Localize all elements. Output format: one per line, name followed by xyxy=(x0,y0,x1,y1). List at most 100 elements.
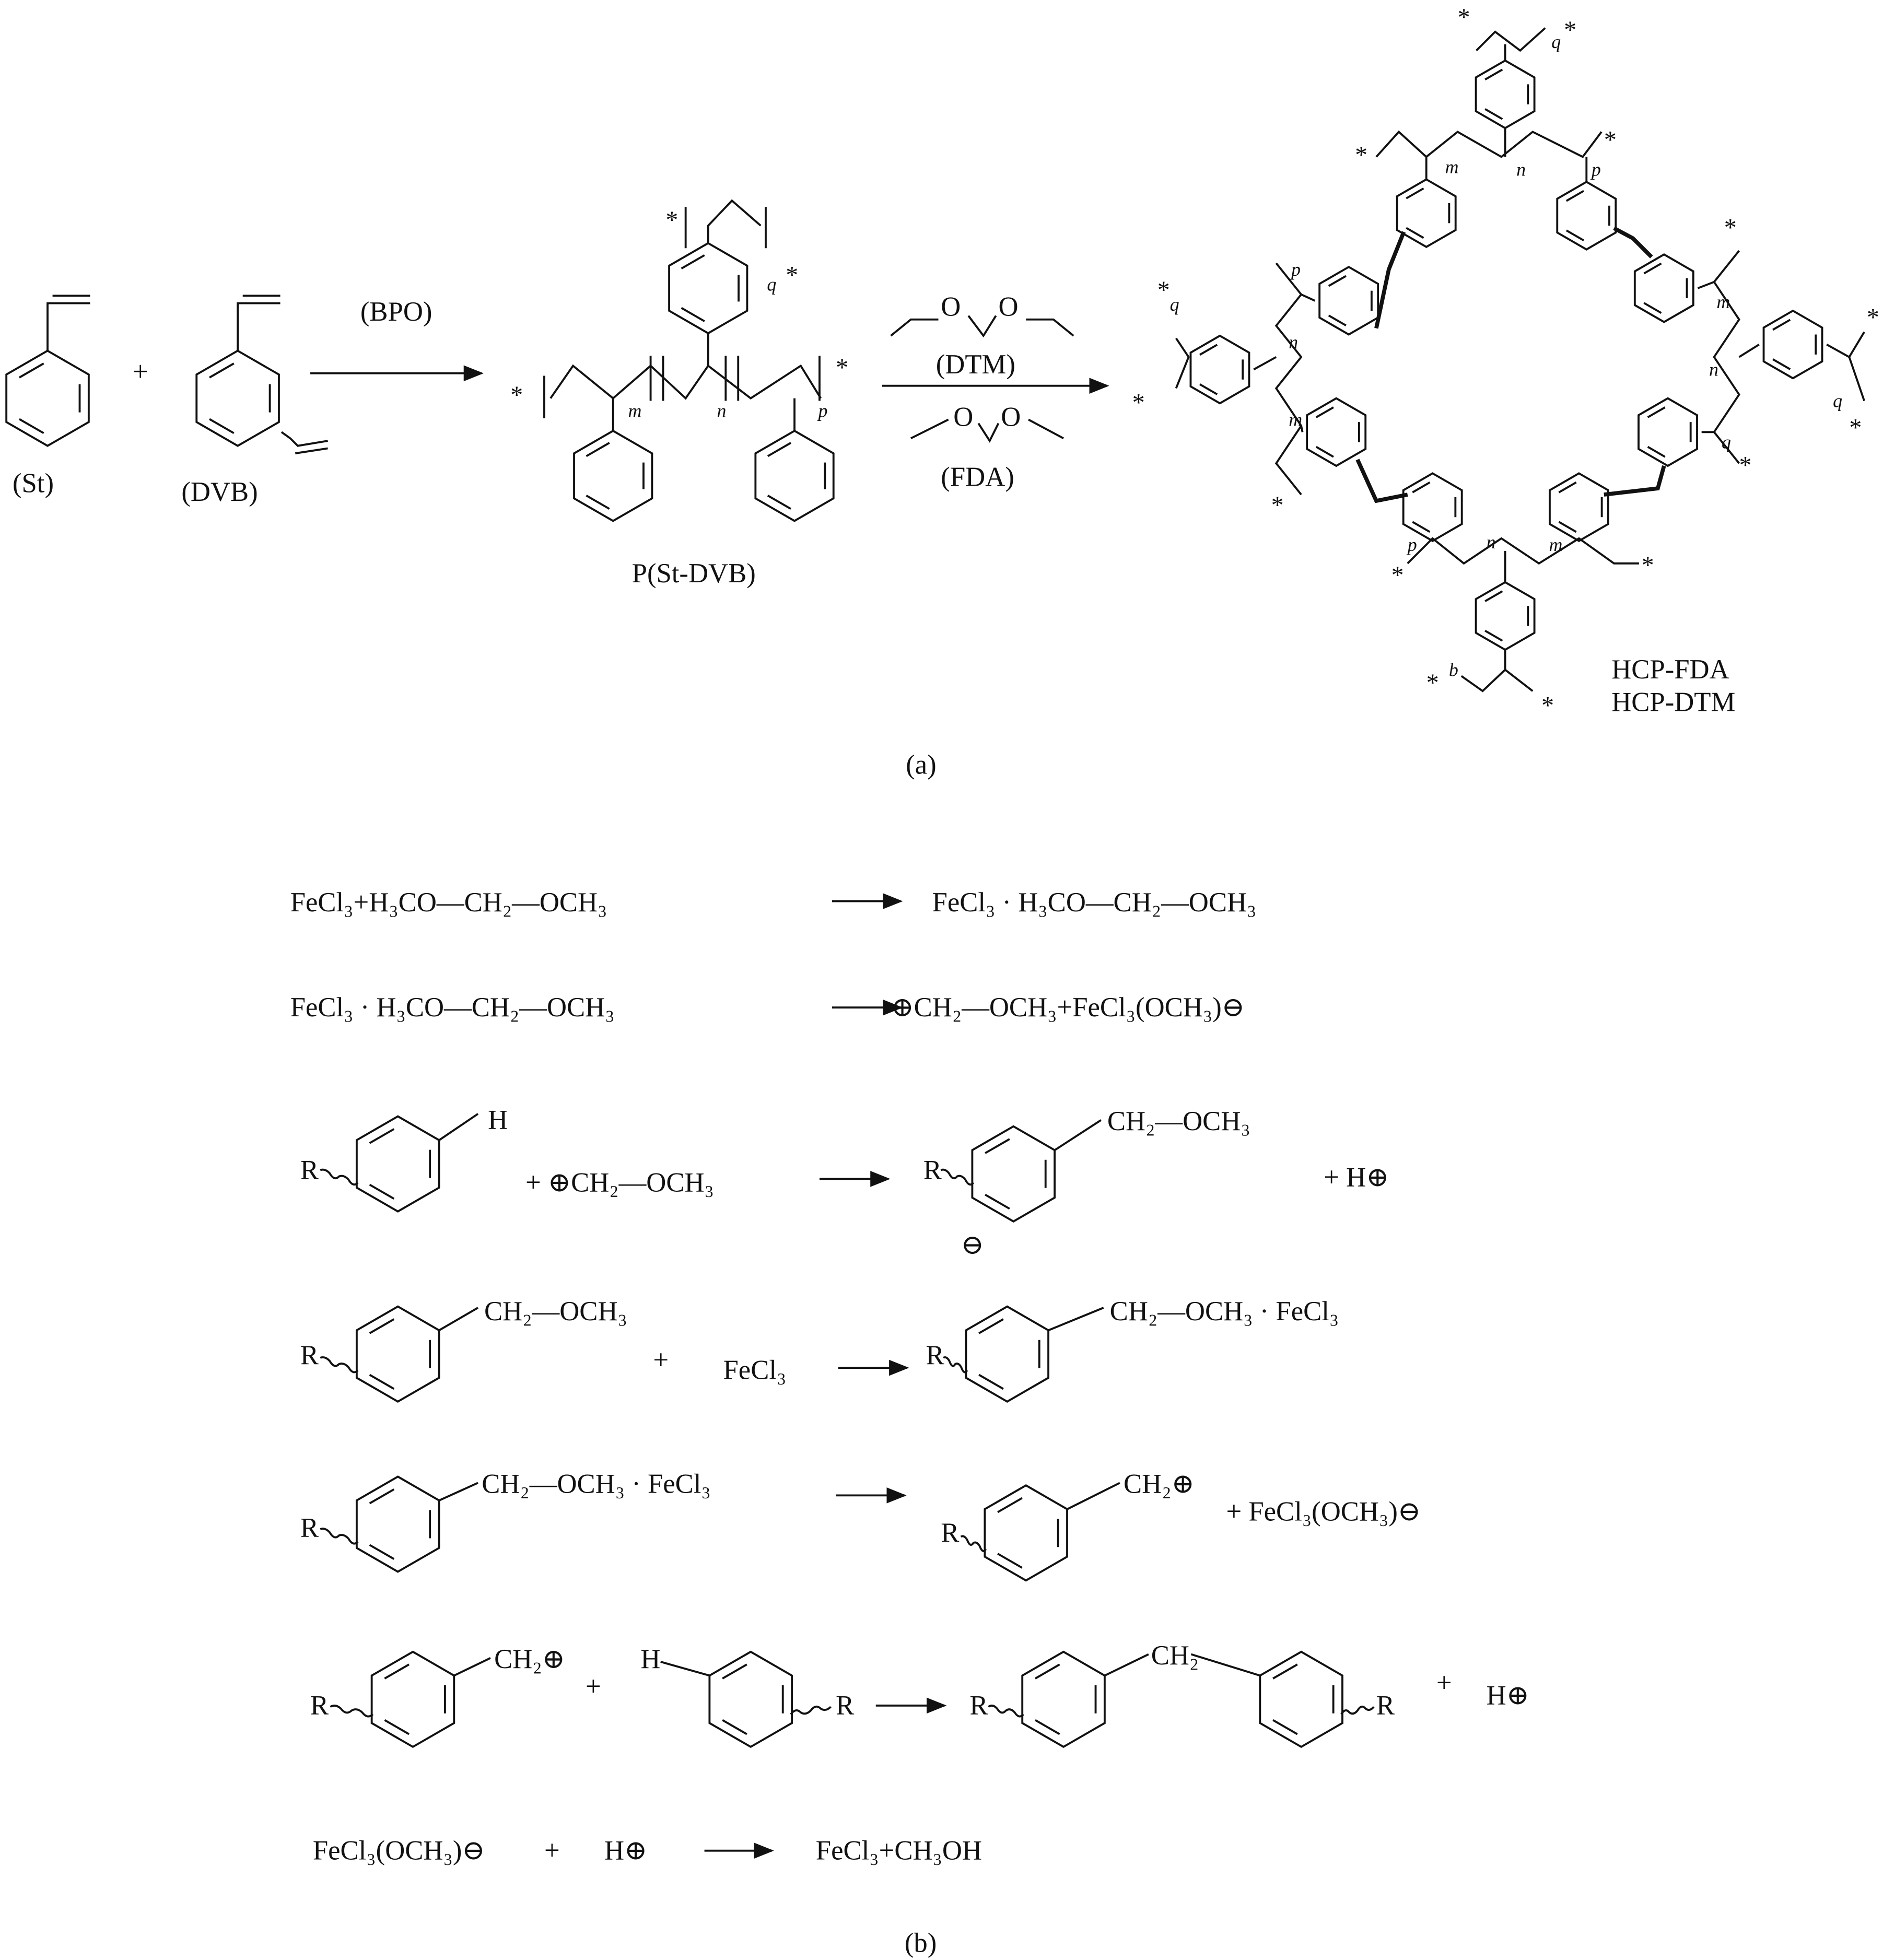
bond-line xyxy=(707,199,762,243)
double-bond xyxy=(369,1183,395,1200)
double-bond xyxy=(586,495,610,510)
benzene-ring xyxy=(195,349,280,447)
eq1-reactants: FeCl₃+H₃CO—CH₂—OCH₃ xyxy=(290,887,607,918)
eq2-reactant: FeCl₃ · H₃CO—CH₂—OCH₃ xyxy=(290,992,615,1023)
eq6-product-r: R xyxy=(969,1691,988,1721)
bond-line xyxy=(295,447,328,454)
bpo-label: (BPO) xyxy=(360,297,432,327)
double-bond xyxy=(1315,406,1334,418)
double-bond xyxy=(1772,319,1791,331)
bond-line xyxy=(438,1307,478,1331)
end-group: * xyxy=(836,354,848,382)
wavy-bond xyxy=(320,1528,359,1545)
index-m: m xyxy=(628,401,641,421)
double-bond xyxy=(369,1544,395,1560)
bond-line xyxy=(1300,425,1304,432)
double-bond xyxy=(1199,344,1218,356)
bond-line xyxy=(977,422,1000,443)
plus-sign: + xyxy=(133,357,148,387)
eq7-anion: FeCl₃(OCH₃)⊖ xyxy=(313,1835,485,1865)
wavy-bond xyxy=(940,1168,975,1186)
double-bond xyxy=(722,1663,747,1680)
eq5-cation: CH₂⊕ xyxy=(1124,1469,1195,1499)
bond-line xyxy=(1274,262,1303,496)
double-bond xyxy=(1484,108,1503,120)
benzene-ring xyxy=(1021,1650,1106,1748)
eq4-product-r: R xyxy=(926,1340,945,1370)
benzene-ring xyxy=(1556,181,1617,251)
double-bond xyxy=(1412,481,1431,494)
eq5-group: CH₂—OCH₃ · FeCl₃ xyxy=(482,1469,711,1499)
bond-line xyxy=(1175,337,1190,389)
benzene-ring xyxy=(1475,59,1536,130)
benzene-ring xyxy=(1259,1650,1343,1748)
benzene-ring xyxy=(1189,334,1250,405)
double-bond xyxy=(1484,68,1503,81)
double-bond xyxy=(985,1193,1010,1210)
double-bond xyxy=(369,1128,395,1144)
end-group: * xyxy=(1391,561,1404,589)
eq6-plus: + xyxy=(586,1672,601,1702)
dtm-label: (DTM) xyxy=(936,349,1015,380)
index-p: p xyxy=(1290,259,1301,280)
dtm-oxygen: O xyxy=(998,292,1018,322)
end-group: * xyxy=(1426,669,1439,697)
eq4-group: CH₂—OCH₃ xyxy=(484,1296,627,1327)
wavy-bond xyxy=(1340,1705,1375,1715)
benzene-ring xyxy=(1318,265,1379,336)
part-b-label: (b) xyxy=(905,1928,937,1958)
double-bond xyxy=(209,362,235,379)
bond-line xyxy=(1476,27,1546,52)
benzene-ring xyxy=(984,1484,1068,1582)
benzene-ring xyxy=(1475,581,1536,651)
eq3-product-r: R xyxy=(923,1155,942,1185)
fda-oxygen: O xyxy=(953,402,973,432)
dtm-oxygen: O xyxy=(941,292,961,322)
bond-line xyxy=(438,1113,479,1141)
double-bond xyxy=(1406,227,1424,239)
index-n: n xyxy=(1709,359,1718,380)
index-m: m xyxy=(1716,291,1730,312)
double-bond xyxy=(1328,314,1347,326)
index-p: p xyxy=(1590,159,1601,180)
bond-lines xyxy=(46,27,1865,1718)
end-group: * xyxy=(1739,451,1752,479)
benzene-ring xyxy=(754,429,835,522)
benzene-ring xyxy=(1633,253,1694,323)
eq4-product-group: CH₂—OCH₃ · FeCl₃ xyxy=(1110,1296,1339,1327)
eq1-product: FeCl₃ · H₃CO—CH₂—OCH₃ xyxy=(932,887,1257,918)
bond-line xyxy=(1407,537,1639,565)
double-bond xyxy=(1643,302,1662,314)
eq3-product-group: CH₂—OCH₃ xyxy=(1107,1106,1250,1136)
bond-line xyxy=(453,1657,491,1677)
index-n: n xyxy=(1289,332,1298,353)
index-n: n xyxy=(1487,532,1496,553)
bond-line xyxy=(1028,418,1064,440)
double-bond xyxy=(1199,383,1218,395)
dvb-label: (DVB) xyxy=(181,477,258,507)
bond-line xyxy=(1826,331,1865,359)
end-group: * xyxy=(1271,491,1284,519)
index-q: q xyxy=(1833,390,1842,411)
wavy-bond xyxy=(320,1356,359,1374)
benzene-ring xyxy=(355,1115,440,1213)
crosslink-bridge xyxy=(1374,231,1406,329)
index-m: m xyxy=(1289,409,1302,430)
benzene-ring xyxy=(1396,178,1457,249)
end-group: * xyxy=(1724,214,1737,241)
bond-line xyxy=(1504,668,1534,692)
benzene-ring xyxy=(1638,397,1698,467)
double-bond xyxy=(997,1553,1023,1569)
bond-line xyxy=(1104,1653,1149,1677)
benzene-ring xyxy=(708,1650,793,1748)
eq6-r2: R xyxy=(836,1691,855,1721)
benzene-ring xyxy=(965,1305,1050,1403)
bond-line xyxy=(1460,650,1506,693)
double-bond xyxy=(767,495,792,510)
index-m: m xyxy=(1445,157,1459,178)
bond-line xyxy=(1253,356,1277,371)
end-group: * xyxy=(1541,691,1554,719)
double-bond xyxy=(1565,229,1585,242)
double-bond xyxy=(1484,630,1503,642)
double-bond xyxy=(369,1374,395,1390)
